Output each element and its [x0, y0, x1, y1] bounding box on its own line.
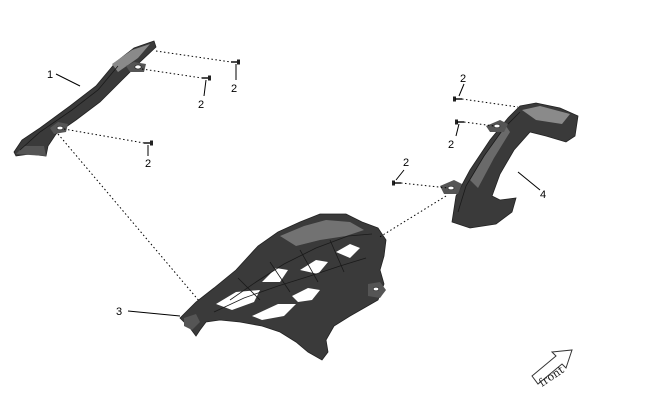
screw-2-center-right: [392, 180, 401, 186]
callout-label-2-e: 2: [448, 139, 454, 151]
part-1-left-trim-panel: [13, 40, 157, 157]
callout-label-2-f: 2: [403, 157, 409, 169]
part-3-lower-frame-bracket: [179, 213, 387, 361]
part-4-right-fairing: [440, 102, 579, 229]
callout-label-2-b: 2: [198, 99, 204, 111]
callout-label-2-a: 2: [231, 83, 237, 95]
callout-label-3: 3: [116, 306, 122, 318]
callout-label-2-d: 2: [460, 73, 466, 85]
screw-2-top-right-b: [202, 75, 211, 81]
front-arrow-icon: [531, 349, 573, 385]
screw-2-top-right-a: [231, 59, 240, 65]
front-direction-indicator: front: [531, 349, 573, 389]
screw-2-left-lower: [144, 140, 153, 146]
callout-label-1: 1: [47, 69, 53, 81]
assembly-lines: [57, 50, 519, 303]
callout-label-4: 4: [540, 189, 546, 201]
screw-2-right-top: [453, 96, 462, 102]
callout-leaders: [55, 64, 541, 317]
callout-label-2-c: 2: [145, 158, 151, 170]
screw-2-right-middle: [455, 119, 464, 125]
